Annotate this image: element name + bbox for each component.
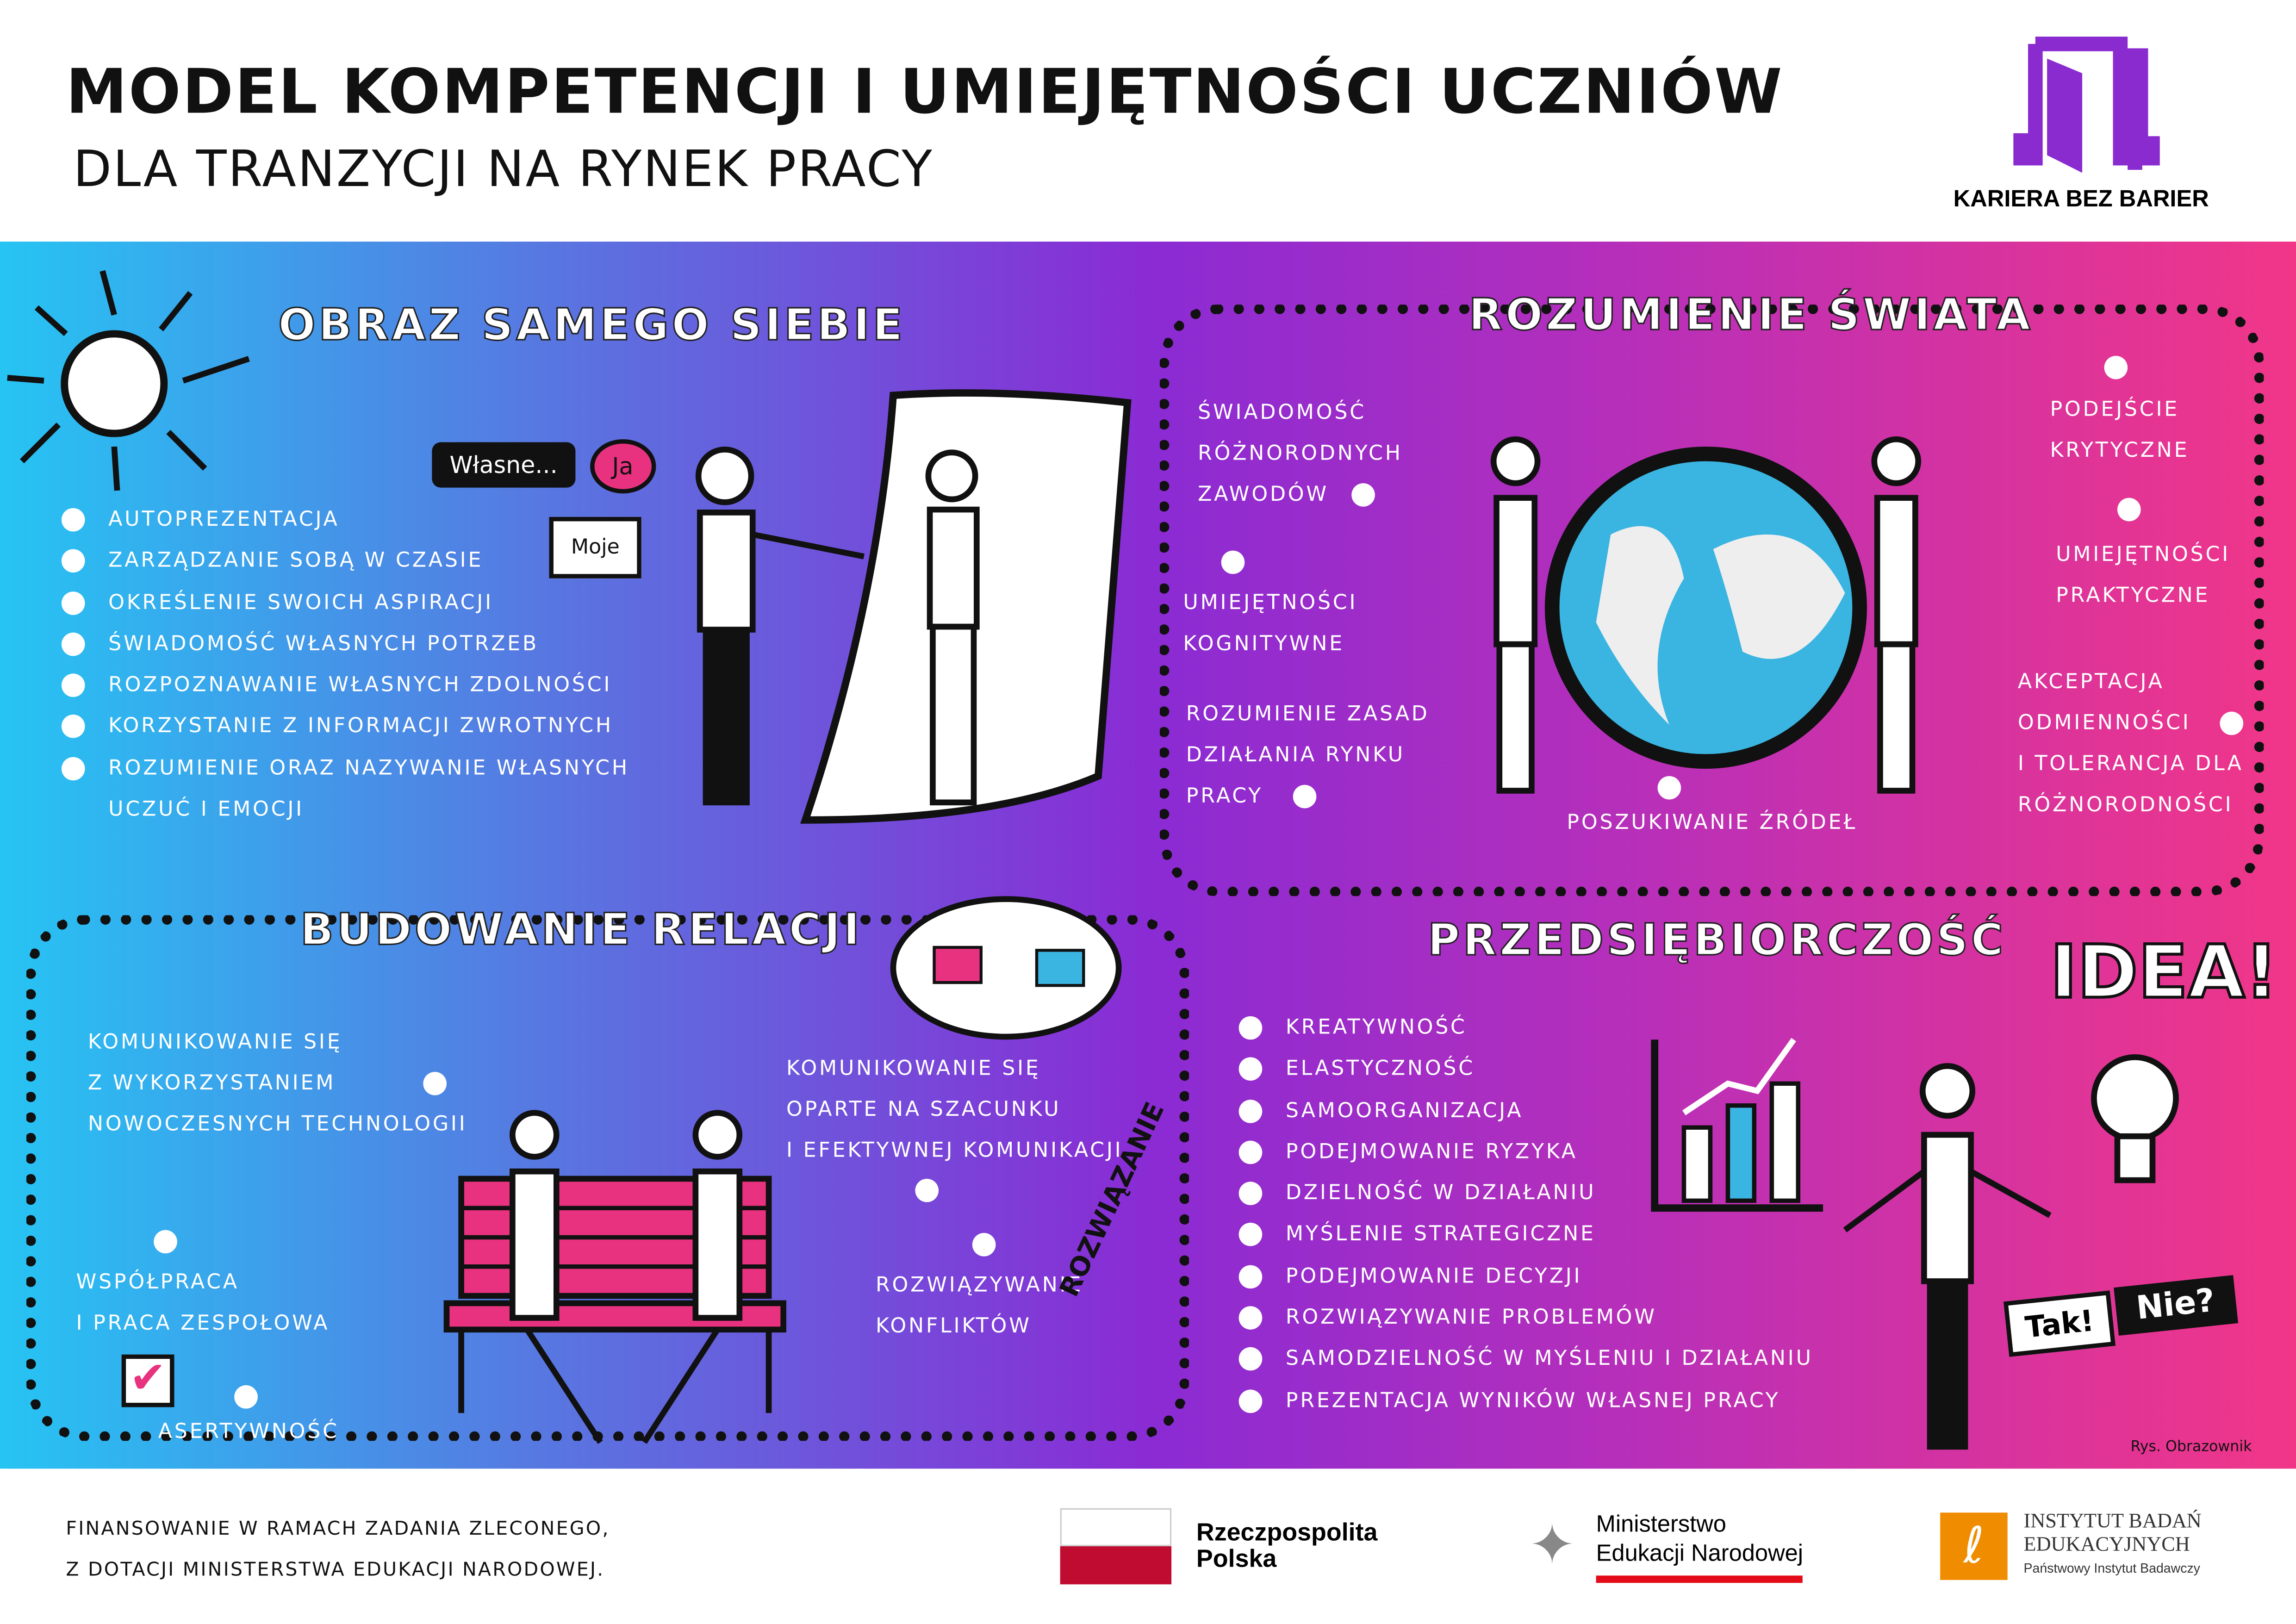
self-image-list: Autoprezentacja Zarządzanie sobą w czasi…	[61, 499, 629, 831]
list-item: Rozpoznawanie własnych zdolności	[61, 665, 629, 707]
list-item: Rozwiązywanie problemów	[1238, 1297, 1813, 1339]
list-item: Korzystanie z informacji zwrotnych	[61, 707, 629, 748]
speech-bubble-ja: Ja	[590, 439, 655, 494]
illustrator-signature: Rys. Obrazownik	[2130, 1439, 2252, 1456]
list-item: Rozumienie oraz nazywanie własnych	[61, 748, 629, 790]
bench-illustration	[443, 1110, 787, 1444]
logo-text: KARIERA BEZ BARIER	[1953, 187, 2209, 212]
list-item: Podejmowanie decyzji	[1238, 1256, 1813, 1298]
entrepreneurship-list: Kreatywność Elastyczność Samoorganizacja…	[1238, 1008, 1813, 1422]
world-item-zrodla: Poszukiwanie źródeł	[1567, 811, 1858, 835]
bullet	[154, 1230, 177, 1254]
bullet	[2117, 498, 2141, 522]
bar-chart-doodle-icon	[1651, 1038, 1823, 1212]
funding-line-1: Finansowanie w ramach zadania zleconego,	[66, 1518, 610, 1541]
relations-item-konflikty: Rozwiązywaniekonfliktów	[876, 1274, 1083, 1338]
mirror-figure-illustration	[695, 389, 1132, 824]
bullet	[972, 1233, 996, 1257]
handshake-icon	[890, 896, 1122, 1040]
bullet	[1657, 776, 1681, 800]
ibe-logo-icon: ℓ	[1940, 1512, 2008, 1580]
kariera-bez-barier-logo: KARIERA BEZ BARIER	[1948, 37, 2240, 231]
signpost-yes: Tak!	[2003, 1290, 2116, 1357]
list-item: Zarządzanie sobą w czasie	[61, 541, 629, 582]
world-section-border	[1159, 305, 2264, 896]
list-item: Samoorganizacja	[1238, 1090, 1813, 1132]
relations-item-szacunek: Komunikowanie sięoparte na szacunkui efe…	[786, 1057, 1123, 1163]
world-item-kognitywne: Umiejętnościkognitywne	[1183, 591, 1358, 656]
list-item: Podejmowanie ryzyka	[1238, 1132, 1813, 1173]
funding-line-2: z dotacji Ministerstwa Edukacji Narodowe…	[66, 1559, 605, 1582]
world-item-rynek: Rozumienie zasaddziałania rynkupracy	[1186, 703, 1430, 809]
list-item: uczuć i emocji	[108, 798, 305, 822]
page-subtitle: dla tranzycji na rynek pracy	[73, 140, 934, 199]
speech-bubble-wlasne: Własne...	[432, 442, 575, 488]
section-title-entrepreneurship: Przedsiębiorczość	[1427, 915, 2006, 967]
world-item-praktyczne: Umiejętnościpraktyczne	[2056, 543, 2231, 608]
lightbulb-icon	[2091, 1054, 2179, 1183]
bullet	[2104, 355, 2128, 380]
relations-item-technologie: Komunikowanie sięz wykorzystaniemnowocze…	[87, 1031, 467, 1137]
relations-item-wspolpraca: Współpracai praca zespołowa	[76, 1271, 330, 1336]
checkbox-checked-icon: ✔	[121, 1354, 174, 1407]
section-title-relations: Budowanie relacji	[299, 904, 863, 957]
list-item: Elastyczność	[1238, 1049, 1813, 1090]
ibe-logo-text: INSTYTUT BADAŃ EDUKACYJNYCH Państwowy In…	[2023, 1511, 2202, 1576]
list-item: Dzielność w działaniu	[1238, 1173, 1813, 1215]
relations-section-border	[26, 915, 1189, 1441]
world-item-zawody: Świadomośćróżnorodnychzawodów	[1198, 401, 1403, 507]
list-item: Myślenie strategiczne	[1238, 1214, 1813, 1256]
section-title-world: Rozumienie świata	[1468, 289, 2034, 342]
world-item-tolerancja: Akceptacjaodmiennościi tolerancja dlaróż…	[2017, 671, 2244, 817]
section-title-self-image: Obraz samego siebie	[278, 299, 906, 352]
sun-icon	[7, 270, 250, 491]
list-item: Autoprezentacja	[61, 499, 629, 541]
thinking-figure-illustration	[1843, 1063, 2052, 1450]
page-title: Model kompetencji i umiejętności uczniów	[66, 56, 1784, 128]
relations-item-asertywnosc: Asertywność	[158, 1420, 339, 1444]
list-item: Kreatywność	[1238, 1008, 1813, 1049]
globe-illustration	[1490, 436, 1922, 794]
door-icon	[2013, 37, 2160, 173]
list-item: Samodzielność w myśleniu i działaniu	[1238, 1339, 1813, 1381]
list-item: Świadomość własnych potrzeb	[61, 623, 629, 665]
idea-doodle: IDEA!	[2048, 928, 2279, 1016]
list-item: Określenie swoich aspiracji	[61, 582, 629, 624]
list-item: Prezentacja wyników własnej pracy	[1238, 1381, 1813, 1422]
bullet	[234, 1385, 258, 1409]
world-item-krytyczne: Podejściekrytyczne	[2050, 398, 2190, 463]
eagle-emblem-icon: ✦	[1529, 1512, 1576, 1577]
bullet	[915, 1178, 939, 1202]
bullet	[1221, 550, 1245, 574]
speech-bubble-moje: Moje	[549, 516, 642, 579]
polish-flag-logo	[1060, 1508, 1172, 1585]
